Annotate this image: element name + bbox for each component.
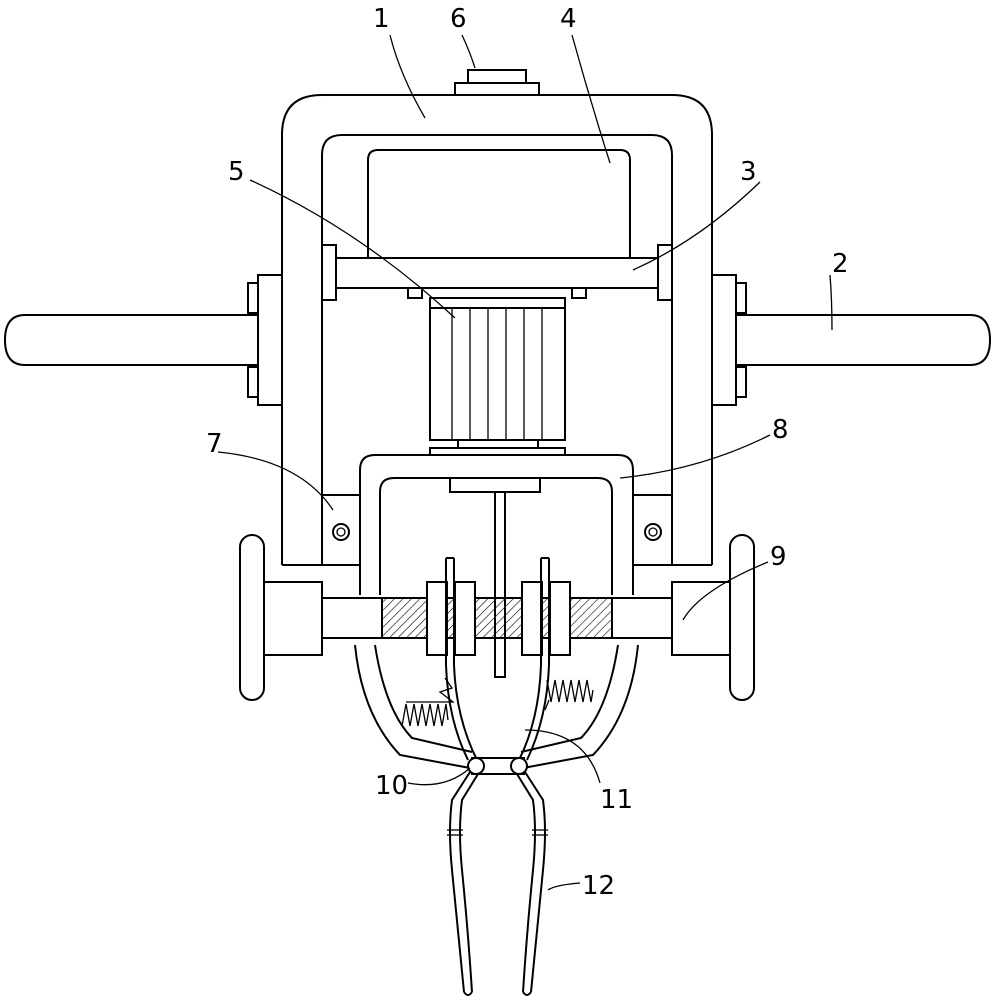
lower-housing bbox=[354, 644, 639, 769]
part-3-crossbeam bbox=[321, 244, 673, 301]
part-2-handles bbox=[3, 274, 992, 406]
label-4: 4 bbox=[560, 4, 577, 34]
label-10: 10 bbox=[375, 771, 408, 801]
label-7: 7 bbox=[206, 429, 223, 459]
springs bbox=[401, 677, 594, 727]
part-12-fingers bbox=[447, 771, 548, 996]
label-5: 5 bbox=[228, 157, 245, 187]
label-11: 11 bbox=[600, 785, 633, 815]
label-6: 6 bbox=[450, 4, 467, 34]
part-8-inner-bracket bbox=[359, 454, 634, 678]
label-2: 2 bbox=[832, 249, 849, 279]
part-1-outer-frame bbox=[281, 94, 713, 566]
label-12: 12 bbox=[582, 871, 615, 901]
label-8: 8 bbox=[772, 415, 789, 445]
leader-lines bbox=[217, 34, 833, 891]
label-1: 1 bbox=[373, 4, 390, 34]
label-3: 3 bbox=[740, 157, 757, 187]
threaded-shaft bbox=[381, 581, 613, 656]
part-6-top-cap bbox=[454, 69, 540, 96]
label-9: 9 bbox=[770, 542, 787, 572]
part-5-motor bbox=[429, 297, 566, 456]
part-10-pivots bbox=[467, 757, 528, 775]
part-11-clamp-arms bbox=[445, 557, 550, 761]
part-7-side-sliders bbox=[321, 494, 673, 566]
callout-labels: 1 6 4 5 3 2 7 8 9 10 11 12 bbox=[206, 4, 849, 901]
part-4-box bbox=[367, 149, 631, 258]
